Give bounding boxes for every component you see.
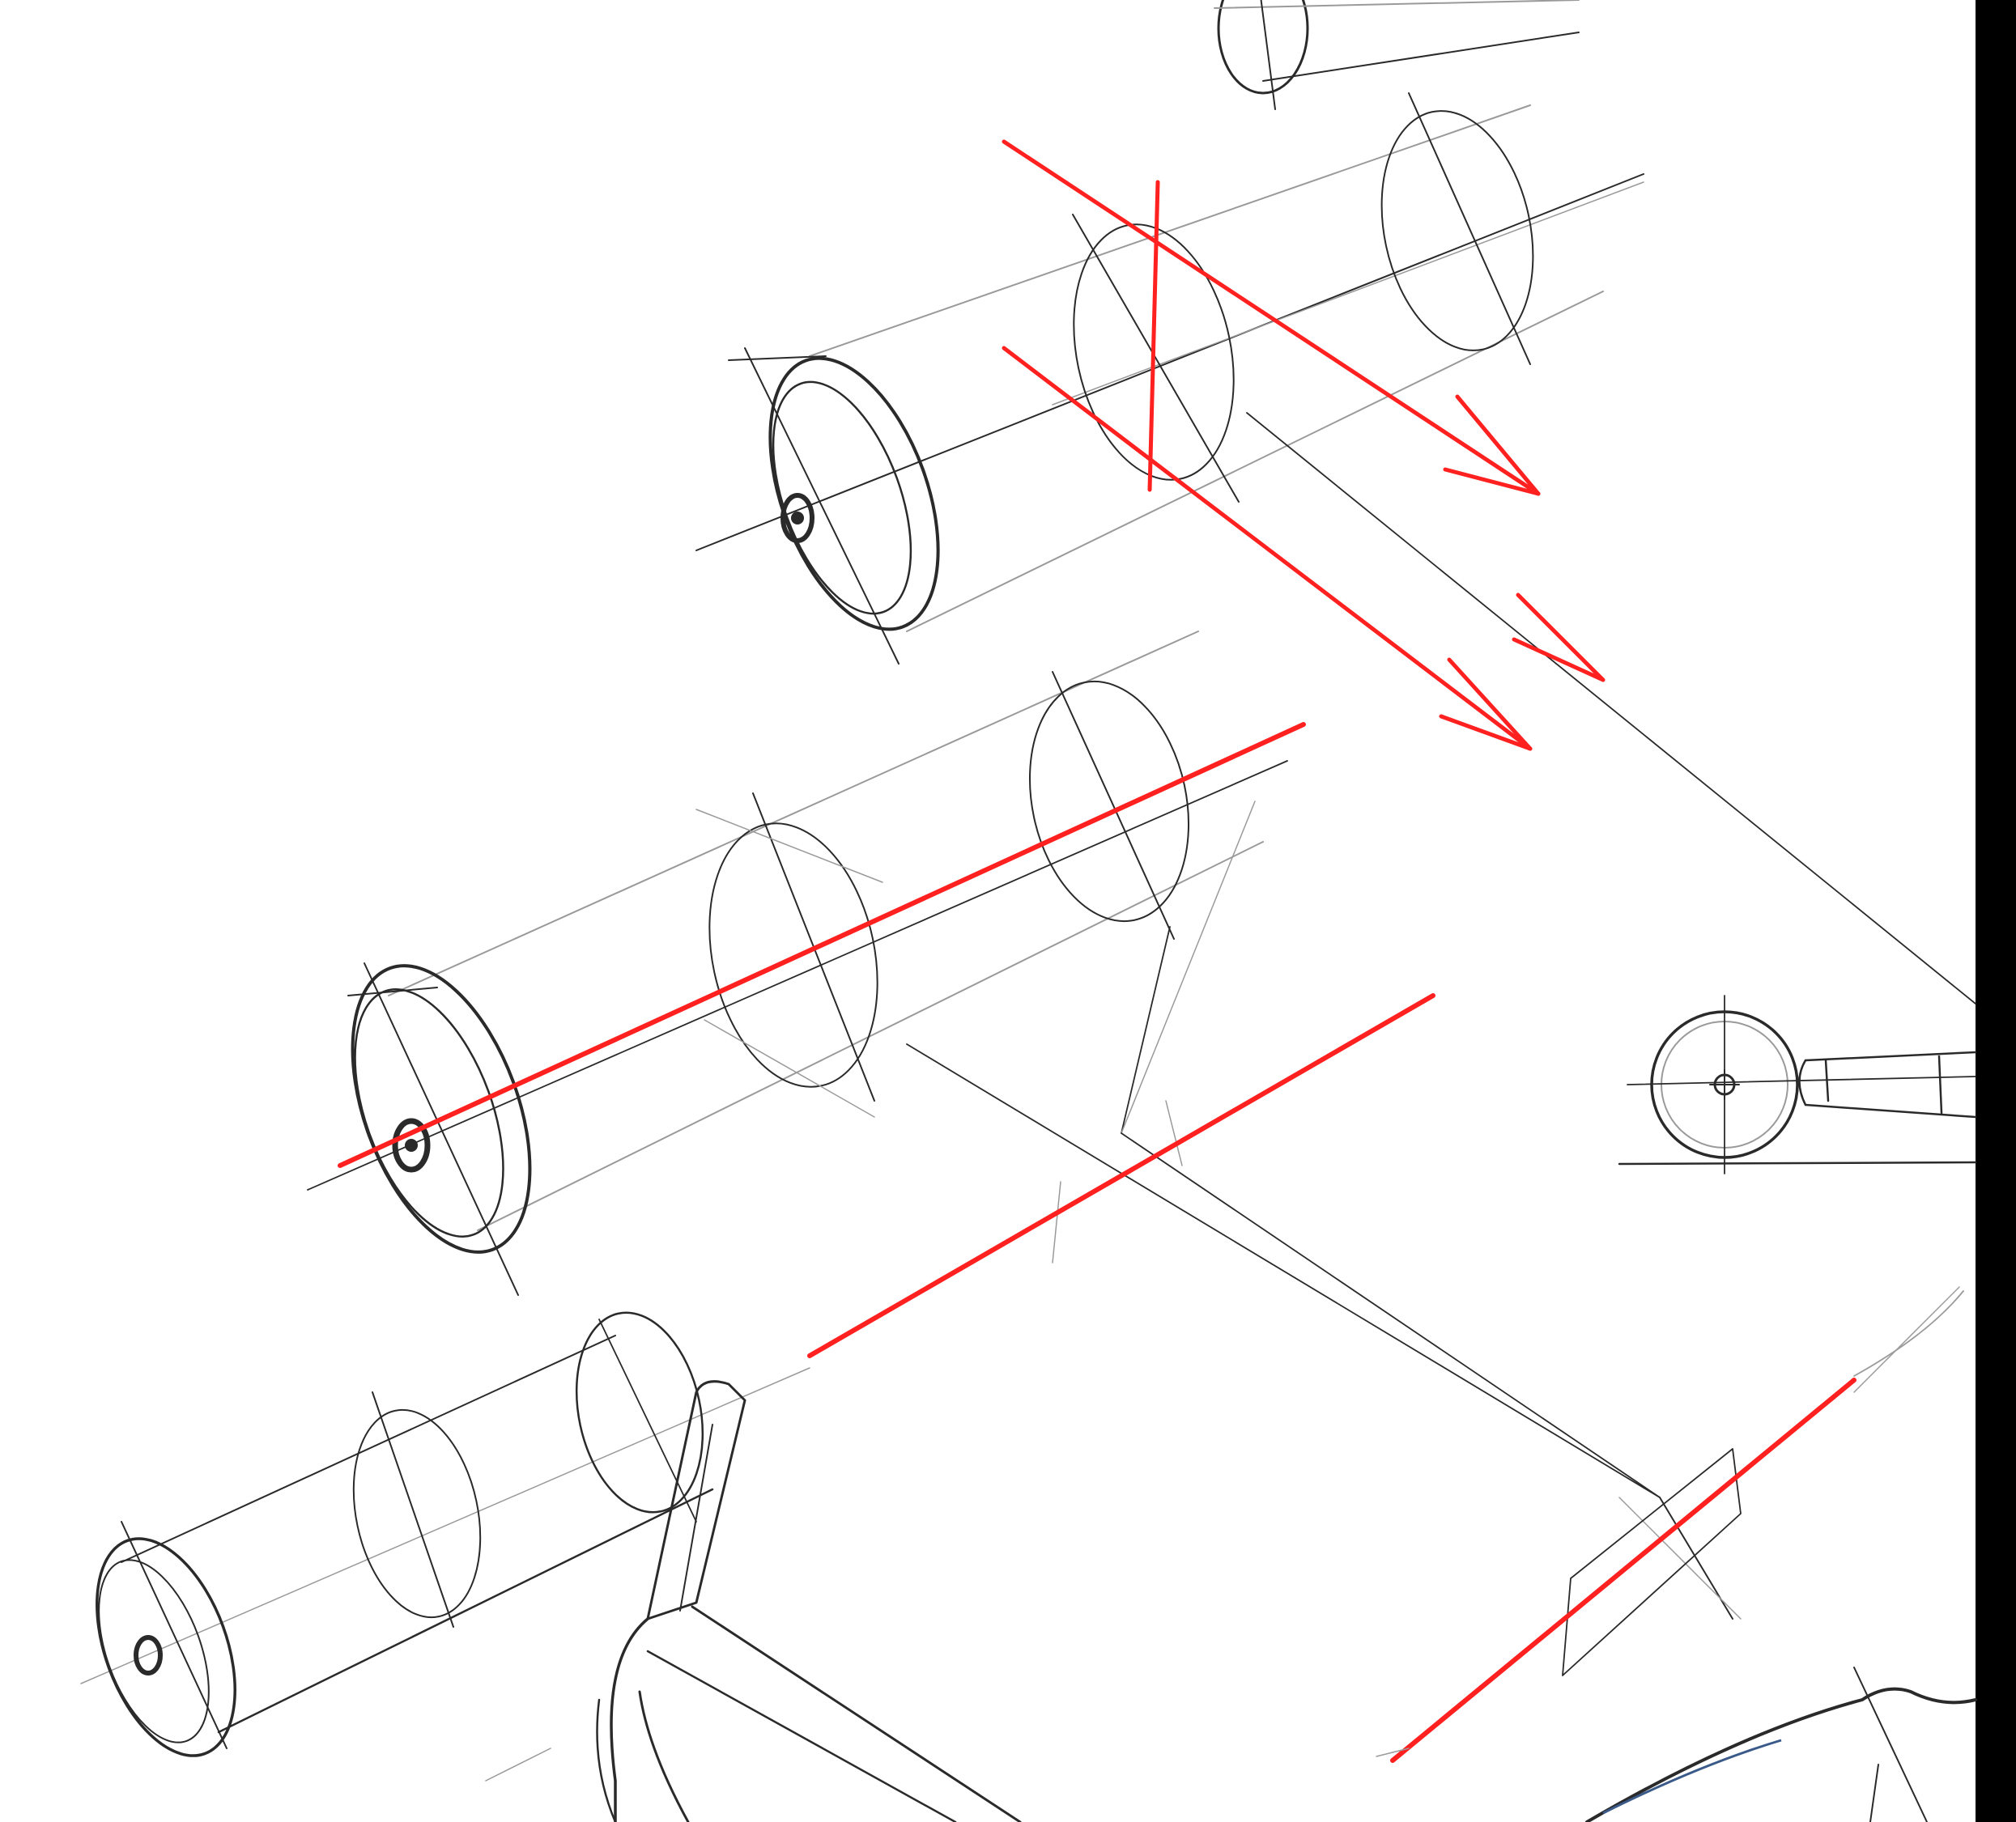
black-border	[1976, 0, 2016, 1822]
top-cylinder-sketch	[1214, 0, 1580, 110]
arrow-head-icon	[1512, 592, 1606, 682]
upper-red-guides	[1002, 139, 1606, 751]
arrow-head-icon	[1443, 394, 1541, 496]
lower-right-guides	[1390, 1286, 1964, 1763]
upper-cylinder-sketch	[695, 92, 1976, 1004]
side-view-wheel-sketch	[1618, 995, 1977, 1174]
arrow-head-icon	[1439, 657, 1533, 751]
bottom-right-partial-sketch	[1376, 1667, 1977, 1822]
middle-cylinder-sketch	[307, 631, 1661, 1498]
roller-with-handle-sketch	[80, 1311, 1022, 1822]
middle-red-guides	[338, 722, 1435, 1358]
